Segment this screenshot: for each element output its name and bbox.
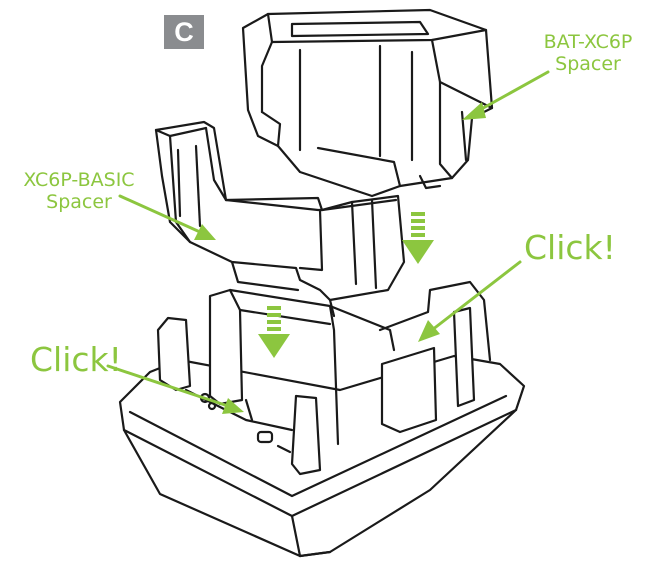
down-arrow-icon bbox=[402, 212, 434, 264]
bat-spacer-label-line1: BAT-XC6P bbox=[543, 31, 633, 53]
click-label-right: Click! bbox=[524, 228, 616, 267]
click-label-left: Click! bbox=[30, 340, 122, 379]
basic-spacer-label-line2: Spacer bbox=[46, 190, 112, 213]
bat-spacer-label: BAT-XC6P Spacer bbox=[528, 31, 648, 76]
basic-spacer-label-line1: XC6P-BASIC bbox=[23, 169, 135, 191]
basic-spacer-label: XC6P-BASIC Spacer bbox=[4, 169, 154, 214]
bat-spacer-label-line2: Spacer bbox=[555, 52, 621, 75]
leader-arrows bbox=[106, 70, 550, 414]
step-badge: C bbox=[164, 15, 204, 49]
bat-spacer-drawing bbox=[241, 8, 494, 198]
basic-spacer-drawing bbox=[154, 120, 406, 318]
down-arrow-icon bbox=[258, 306, 290, 358]
cradle-base-drawing bbox=[118, 280, 526, 558]
